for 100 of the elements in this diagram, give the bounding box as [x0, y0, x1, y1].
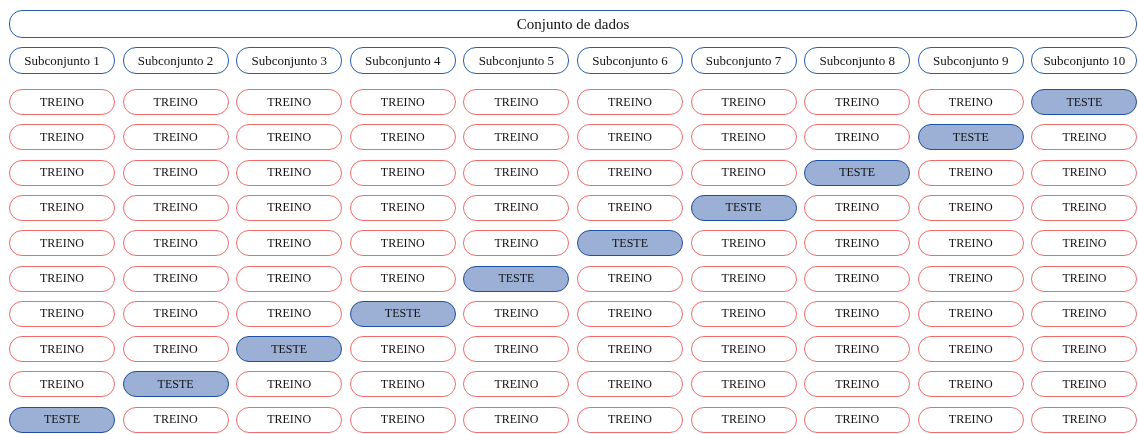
training-fold-box: TREINO	[122, 194, 229, 221]
training-fold-box: TREINO	[1031, 159, 1138, 186]
training-fold-box: TREINO	[9, 265, 115, 292]
training-fold-box: TREINO	[690, 265, 797, 292]
training-fold-box: TREINO	[577, 89, 683, 115]
training-fold-box: TREINO	[804, 124, 911, 151]
training-fold-box: TREINO	[577, 265, 683, 292]
training-fold-box: TREINO	[577, 336, 683, 363]
training-fold-box: TREINO	[1031, 300, 1138, 327]
subset-box: Subconjunto 5	[463, 47, 570, 74]
training-fold-box: TREINO	[463, 159, 570, 186]
training-fold-box: TREINO	[463, 336, 570, 363]
training-fold-box: TREINO	[917, 336, 1024, 363]
training-fold-box: TREINO	[463, 371, 570, 398]
training-fold-box: TREINO	[917, 159, 1024, 186]
test-fold-box: TESTE	[236, 336, 343, 363]
training-fold-box: TREINO	[690, 89, 797, 115]
training-fold-box: TREINO	[463, 124, 570, 151]
training-fold-box: TREINO	[122, 124, 229, 151]
test-fold-box: TESTE	[463, 265, 570, 292]
training-fold-box: TREINO	[1031, 265, 1138, 292]
training-fold-box: TREINO	[236, 300, 343, 327]
training-fold-box: TREINO	[917, 406, 1024, 433]
training-fold-box: TREINO	[690, 124, 797, 151]
training-fold-box: TREINO	[9, 124, 115, 151]
training-fold-box: TREINO	[463, 230, 570, 257]
training-fold-box: TREINO	[690, 371, 797, 398]
training-fold-box: TREINO	[122, 230, 229, 257]
test-fold-box: TESTE	[577, 230, 683, 257]
training-fold-box: TREINO	[917, 300, 1024, 327]
subset-box: Subconjunto 7	[690, 47, 797, 74]
training-fold-box: TREINO	[1031, 230, 1138, 257]
training-fold-box: TREINO	[463, 406, 570, 433]
training-fold-box: TREINO	[9, 194, 115, 221]
training-fold-box: TREINO	[577, 371, 683, 398]
training-fold-box: TREINO	[122, 159, 229, 186]
training-fold-box: TREINO	[9, 300, 115, 327]
subset-box: Subconjunto 1	[9, 47, 115, 74]
training-fold-box: TREINO	[349, 406, 456, 433]
training-fold-box: TREINO	[804, 336, 911, 363]
training-fold-box: TREINO	[463, 300, 570, 327]
test-fold-box: TESTE	[349, 300, 456, 327]
training-fold-box: TREINO	[349, 194, 456, 221]
training-fold-box: TREINO	[349, 265, 456, 292]
training-fold-box: TREINO	[917, 89, 1024, 115]
subset-box: Subconjunto 4	[349, 47, 456, 74]
subset-box: Subconjunto 9	[917, 47, 1024, 74]
training-fold-box: TREINO	[577, 124, 683, 151]
test-fold-box: TESTE	[690, 194, 797, 221]
training-fold-box: TREINO	[804, 406, 911, 433]
training-fold-box: TREINO	[917, 265, 1024, 292]
test-fold-box: TESTE	[804, 159, 911, 186]
dataset-box: Conjunto de dados	[9, 10, 1137, 38]
training-fold-box: TREINO	[690, 159, 797, 186]
training-fold-box: TREINO	[577, 159, 683, 186]
training-fold-box: TREINO	[690, 336, 797, 363]
training-fold-box: TREINO	[122, 406, 229, 433]
training-fold-box: TREINO	[349, 230, 456, 257]
training-fold-box: TREINO	[349, 336, 456, 363]
training-fold-box: TREINO	[577, 300, 683, 327]
training-fold-box: TREINO	[690, 230, 797, 257]
training-fold-box: TREINO	[236, 124, 343, 151]
training-fold-box: TREINO	[690, 300, 797, 327]
training-fold-box: TREINO	[236, 265, 343, 292]
training-fold-box: TREINO	[463, 194, 570, 221]
training-fold-box: TREINO	[349, 159, 456, 186]
training-fold-box: TREINO	[1031, 371, 1138, 398]
test-fold-box: TESTE	[9, 406, 115, 433]
training-fold-box: TREINO	[9, 371, 115, 398]
subset-box: Subconjunto 8	[804, 47, 911, 74]
training-fold-box: TREINO	[917, 230, 1024, 257]
training-fold-box: TREINO	[236, 406, 343, 433]
training-fold-box: TREINO	[349, 89, 456, 115]
training-fold-box: TREINO	[122, 300, 229, 327]
training-fold-box: TREINO	[463, 89, 570, 115]
training-fold-box: TREINO	[122, 89, 229, 115]
training-fold-box: TREINO	[804, 300, 911, 327]
training-fold-box: TREINO	[1031, 406, 1138, 433]
training-fold-box: TREINO	[349, 124, 456, 151]
subset-box: Subconjunto 6	[577, 47, 683, 74]
training-fold-box: TREINO	[122, 336, 229, 363]
training-fold-box: TREINO	[577, 194, 683, 221]
training-fold-box: TREINO	[9, 336, 115, 363]
training-fold-box: TREINO	[804, 265, 911, 292]
training-fold-box: TREINO	[690, 406, 797, 433]
subset-box: Subconjunto 10	[1031, 47, 1138, 74]
training-fold-box: TREINO	[9, 230, 115, 257]
subset-box: Subconjunto 2	[122, 47, 229, 74]
training-fold-box: TREINO	[236, 159, 343, 186]
test-fold-box: TESTE	[917, 124, 1024, 151]
training-fold-box: TREINO	[9, 89, 115, 115]
subset-box: Subconjunto 3	[236, 47, 343, 74]
training-fold-box: TREINO	[122, 265, 229, 292]
training-fold-box: TREINO	[804, 194, 911, 221]
test-fold-box: TESTE	[122, 371, 229, 398]
training-fold-box: TREINO	[1031, 194, 1138, 221]
training-fold-box: TREINO	[917, 194, 1024, 221]
test-fold-box: TESTE	[1031, 89, 1138, 115]
training-fold-box: TREINO	[804, 89, 911, 115]
training-fold-box: TREINO	[236, 371, 343, 398]
